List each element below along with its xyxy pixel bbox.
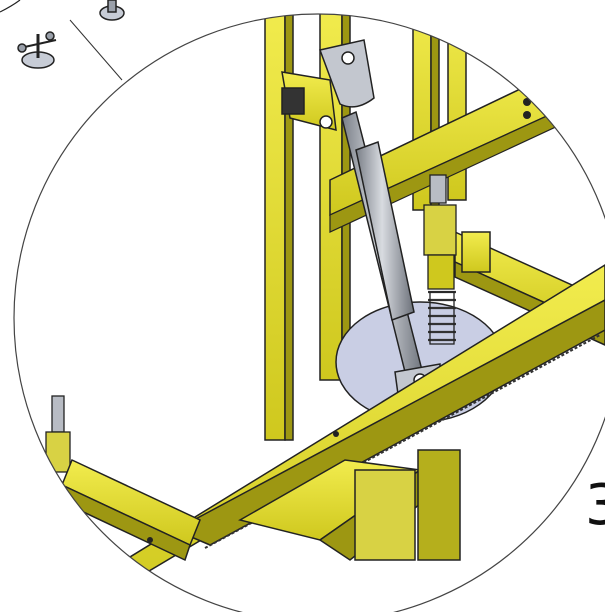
spring-damper-icon [423, 174, 457, 345]
callout-arc [0, 0, 21, 13]
step-number: 3 [585, 473, 605, 538]
hydraulic-fitting-icon [45, 395, 71, 473]
bolt-icon [147, 98, 531, 543]
callout-leader-line [69, 19, 123, 81]
detail-circle [13, 13, 605, 612]
leveling-foot-icon [99, 0, 125, 21]
shackle-icon [318, 39, 375, 108]
leveling-foot-icon [17, 31, 57, 69]
mounting-bracket [281, 71, 337, 132]
bottom-crossbeam [238, 449, 461, 561]
